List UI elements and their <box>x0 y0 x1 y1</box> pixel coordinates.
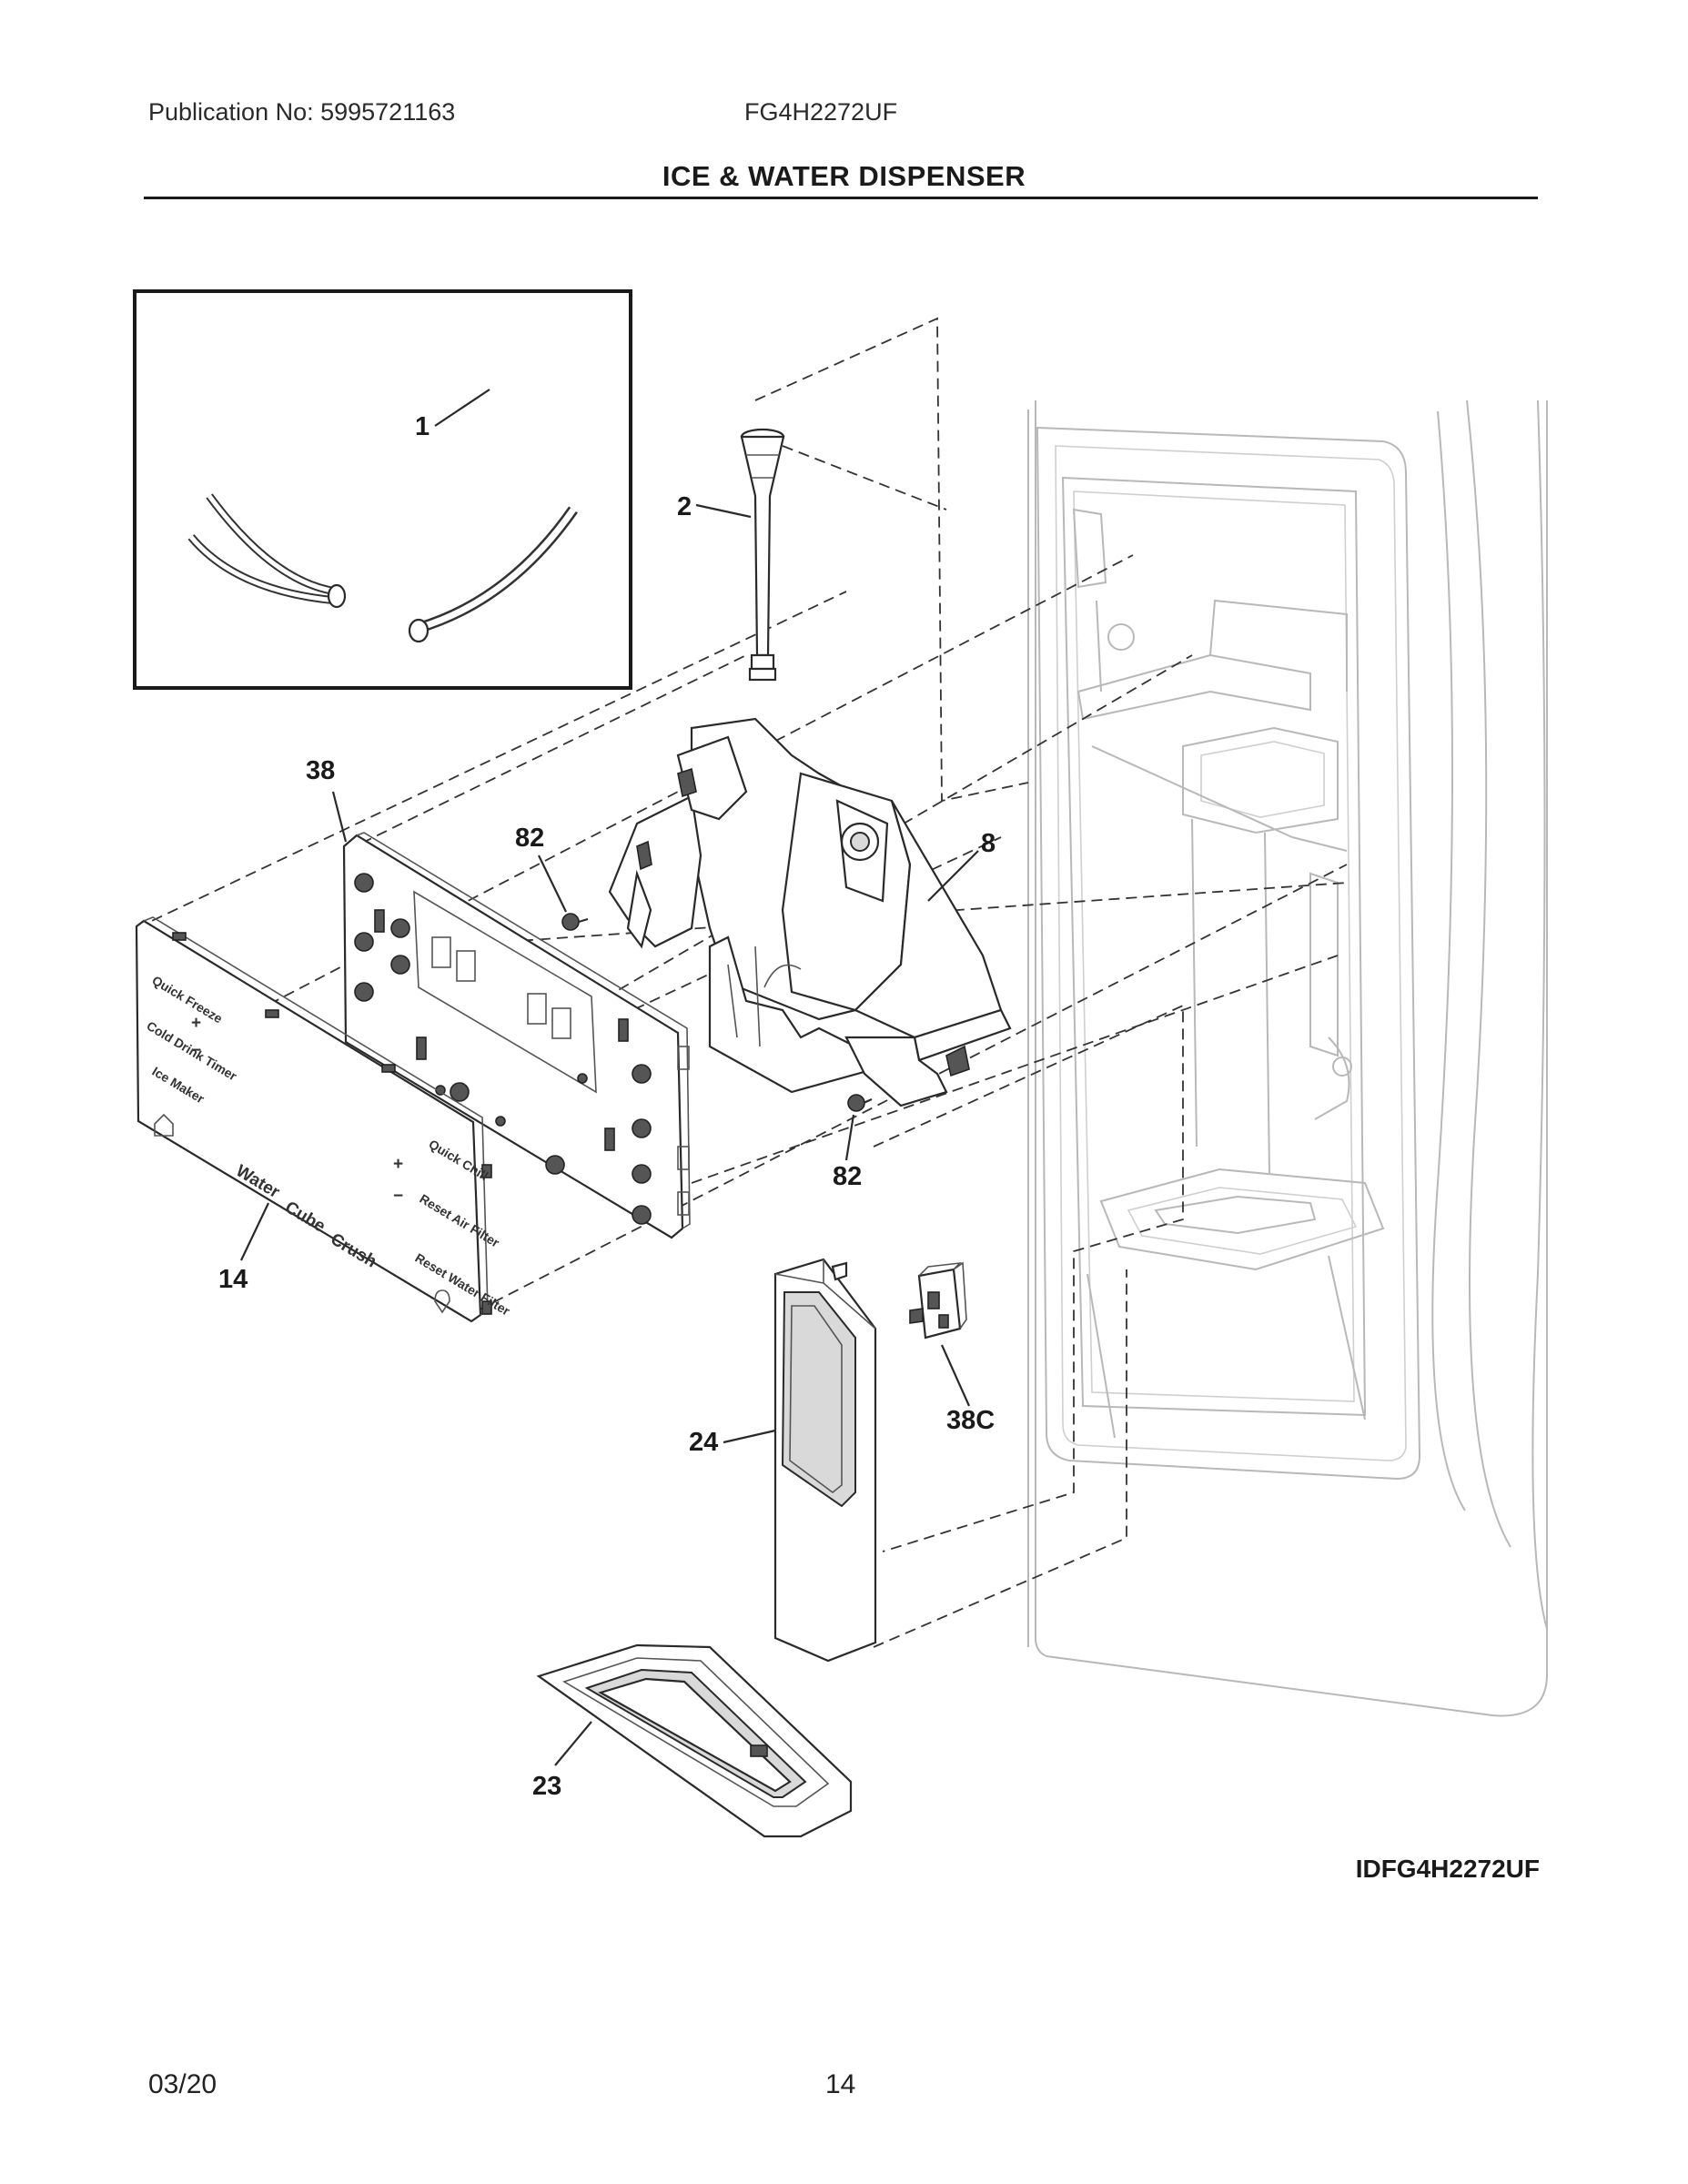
leader-38 <box>331 791 348 843</box>
footer-date: 03/20 <box>148 2069 217 2099</box>
leader-82-lower <box>844 1114 855 1161</box>
header-rule <box>144 197 1538 199</box>
callout-8: 8 <box>981 829 996 858</box>
control-board <box>342 832 691 1239</box>
callout-24: 24 <box>689 1428 718 1457</box>
callout-2: 2 <box>677 492 692 521</box>
section-title: ICE & WATER DISPENSER <box>662 160 1026 192</box>
leader-2 <box>695 503 752 519</box>
callout-14: 14 <box>218 1265 248 1294</box>
micro-switch <box>909 1261 967 1340</box>
drawing-id: IDFG4H2272UF <box>1356 1855 1540 1883</box>
inset-frame <box>133 289 632 690</box>
callout-38c: 38C <box>946 1406 995 1435</box>
label-minus-left: − <box>191 1041 201 1060</box>
drip-tray <box>536 1643 853 1838</box>
leader-23 <box>554 1721 592 1766</box>
fill-tube <box>740 428 785 682</box>
screw-lower <box>847 1094 873 1112</box>
water-drop-icon <box>434 1289 450 1314</box>
callout-82-upper: 82 <box>515 824 544 853</box>
leader-82-upper <box>538 854 567 913</box>
label-minus-right: − <box>393 1187 403 1206</box>
label-plus-left: + <box>191 1014 201 1033</box>
leader-38c <box>940 1344 971 1407</box>
callout-23: 23 <box>532 1772 561 1801</box>
door-housing <box>1027 399 1548 1717</box>
lock-icon <box>154 1113 174 1137</box>
water-tube-coil <box>172 355 592 643</box>
leader-1 <box>434 389 490 427</box>
screw-upper <box>561 913 589 931</box>
footer-page-number: 14 <box>825 2069 856 2099</box>
leader-14 <box>240 1202 269 1261</box>
callout-82-lower: 82 <box>833 1162 862 1191</box>
callout-38: 38 <box>306 756 335 785</box>
leader-24 <box>723 1429 776 1444</box>
dispenser-housing <box>608 717 1012 1107</box>
dispenser-paddle <box>773 1258 877 1663</box>
label-plus-right: + <box>393 1155 403 1174</box>
callout-1: 1 <box>415 412 430 441</box>
model-number: FG4H2272UF <box>744 98 898 126</box>
publication-number: Publication No: 5995721163 <box>148 98 456 126</box>
leader-8 <box>927 850 979 902</box>
